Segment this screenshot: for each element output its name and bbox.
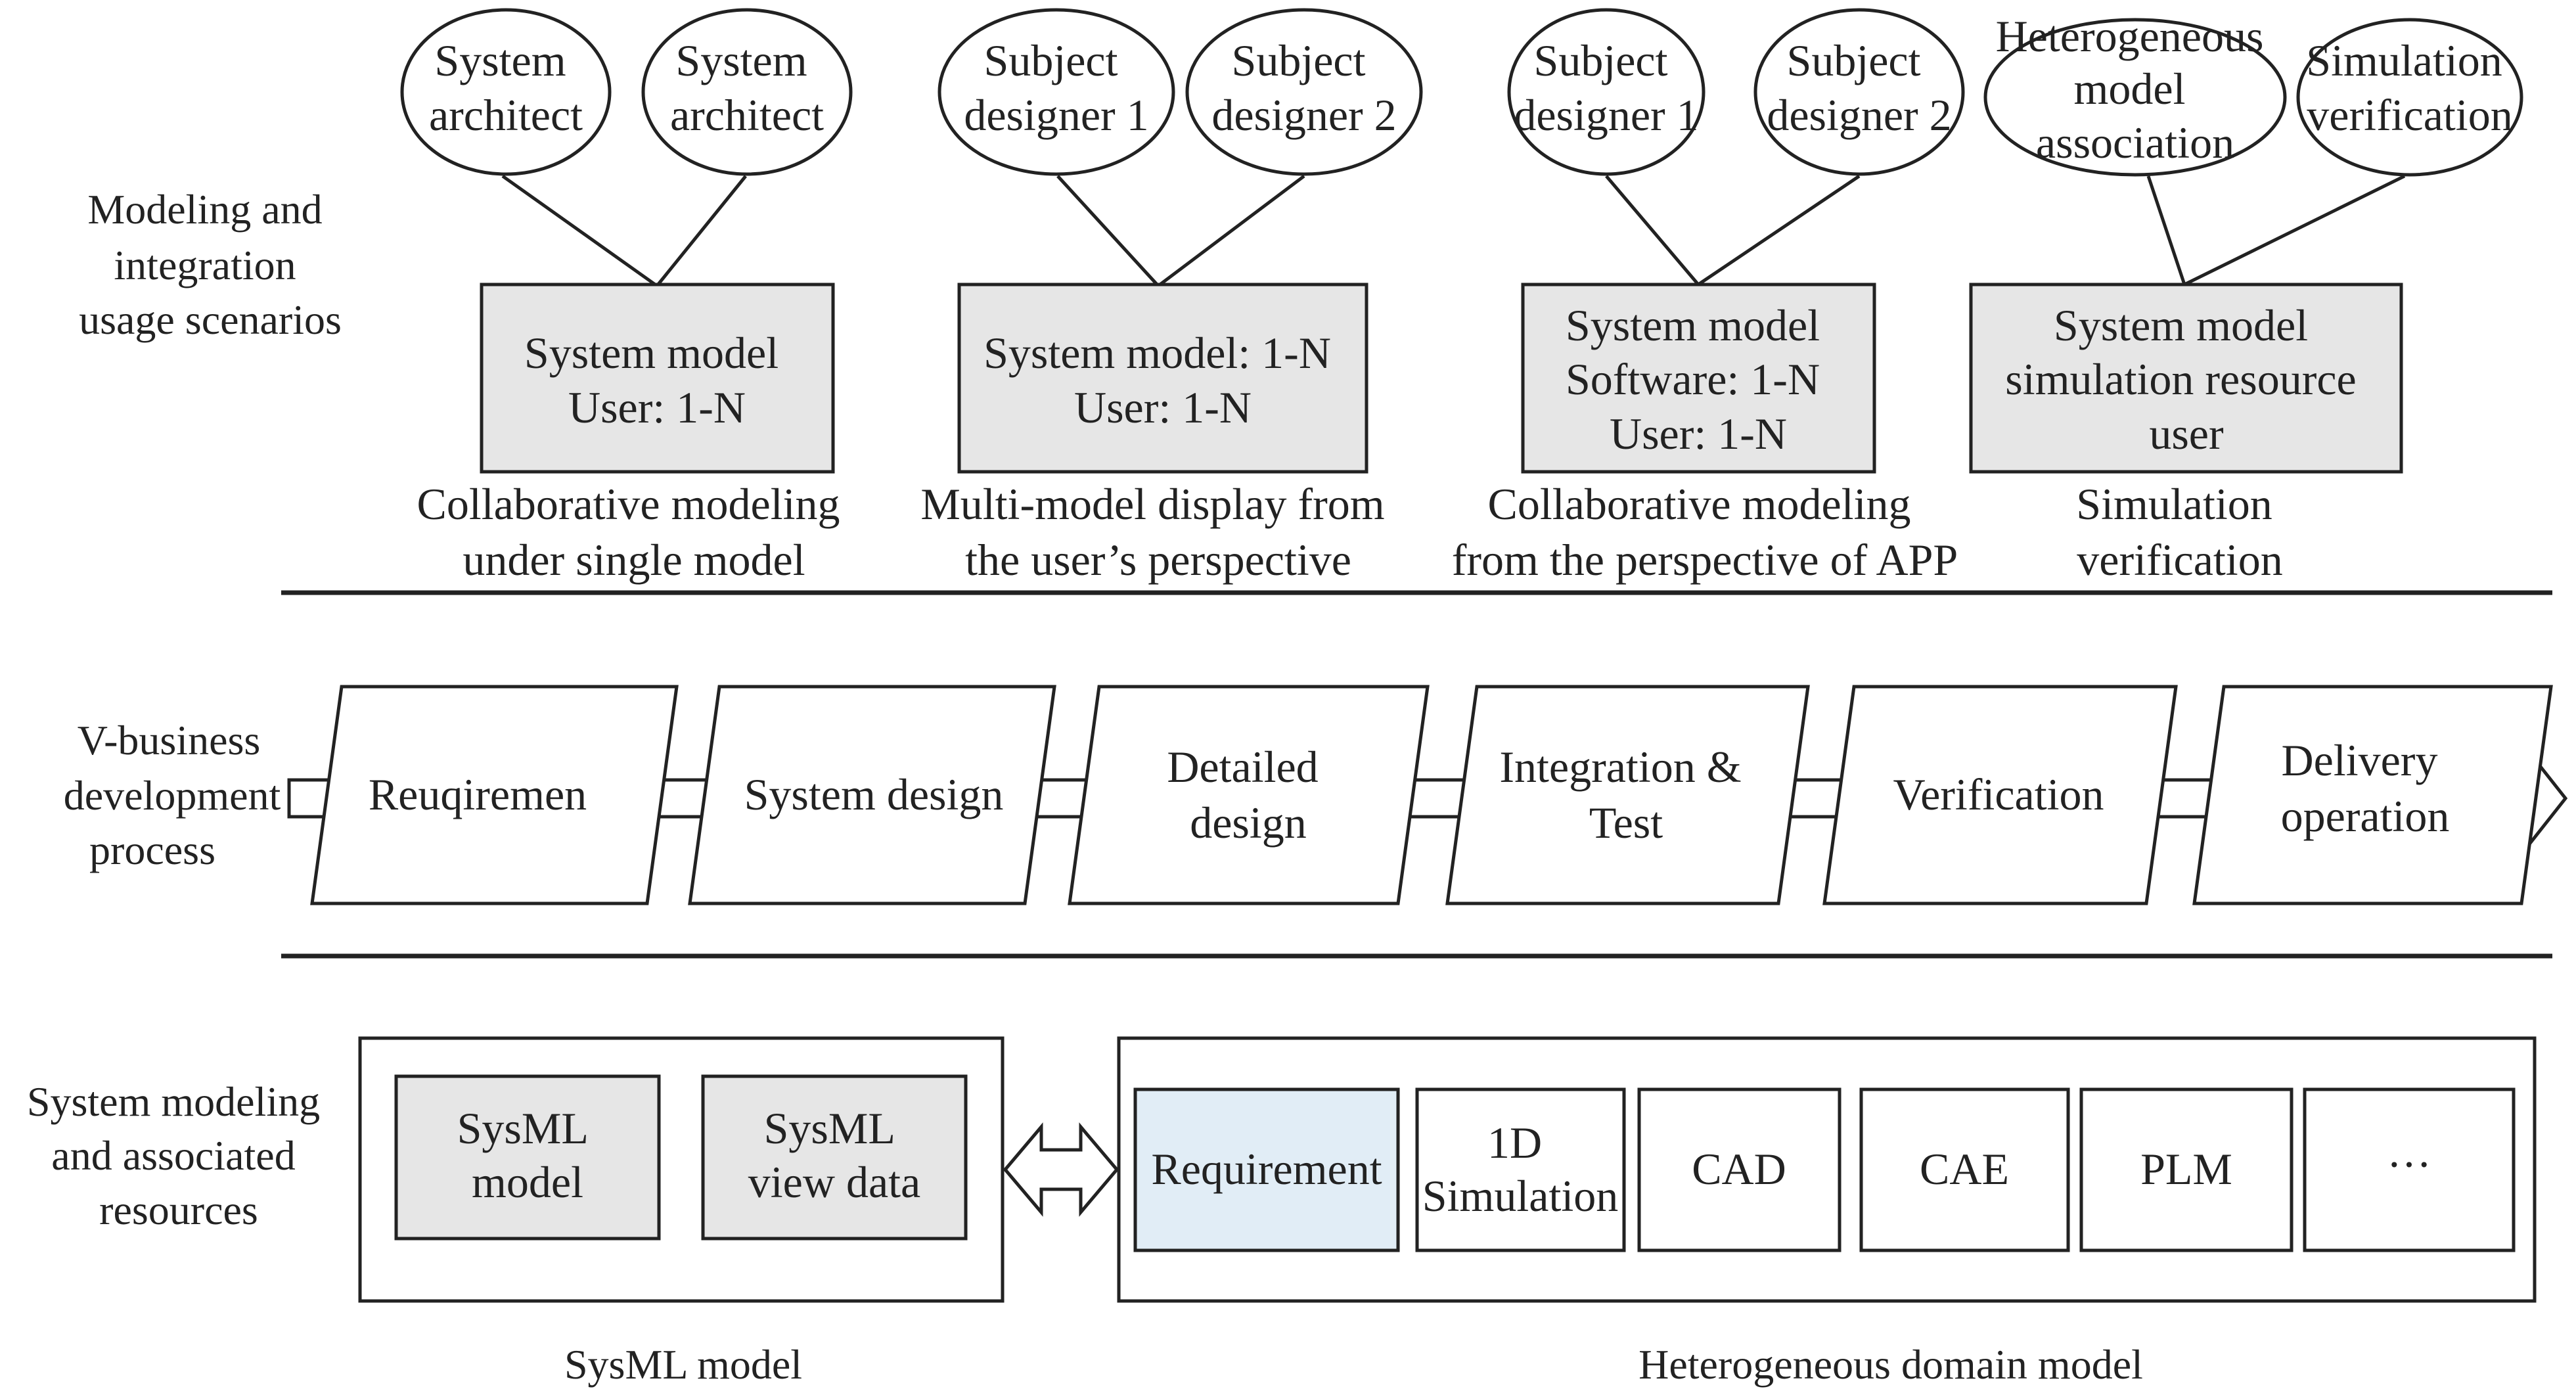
connector-line	[2146, 175, 2186, 285]
scenarios-section-label: Modeling and integration usage scenarios	[79, 186, 342, 343]
domain-item-cad	[1637, 1087, 1842, 1252]
connector-line	[1157, 175, 1305, 287]
scenario-box-label: System model User: 1-N	[524, 328, 790, 432]
sysml-model-box	[394, 1074, 661, 1241]
sysml-item-label: SysML model	[457, 1103, 599, 1207]
connector-line	[1697, 174, 1861, 286]
role-ellipse	[2296, 18, 2523, 177]
process-step-label: Delivery operation	[2281, 735, 2450, 841]
connector-line	[2183, 174, 2406, 286]
scenario-box-label: System model: 1-N User: 1-N	[983, 328, 1342, 432]
role-label: Heterogeneous model association	[1996, 11, 2275, 168]
process-step-label: Integration & Test	[1499, 742, 1752, 848]
connector-line	[656, 175, 747, 287]
domain-item-label: ···	[2387, 1139, 2431, 1189]
domain-item-label: CAE	[1920, 1144, 2009, 1194]
scenario-group-2: Subject designer 1 Subject designer 2 Sy…	[920, 8, 1423, 585]
role-label: Subject designer 1	[1514, 35, 1698, 140]
scenario-box	[1969, 283, 2403, 474]
domain-item-cae	[1859, 1087, 2070, 1252]
process-step-label: Reuqiremen	[369, 769, 587, 819]
role-ellipse	[938, 8, 1175, 176]
scenario-box-label: System model simulation resource user	[2005, 300, 2367, 459]
scenario-group-3: Subject designer 1 Subject designer 2 Sy…	[1452, 8, 1965, 585]
process-step-system-design	[688, 685, 1056, 905]
scenario-group-4: Heterogeneous model association Simulati…	[1969, 11, 2523, 585]
scenario-box-label: System model Software: 1-N User: 1-N	[1566, 300, 1831, 459]
domain-item-label: 1D Simulation	[1422, 1118, 1618, 1221]
scenario-box	[1521, 283, 1876, 474]
process-step-verification	[1822, 685, 2178, 905]
connector-line	[501, 174, 658, 288]
process-step-detailed-design	[1068, 685, 1430, 905]
domain-item-requirement	[1133, 1087, 1400, 1252]
role-label: Simulation verification	[2306, 35, 2513, 140]
role-label: Subject designer 2	[1211, 35, 1396, 140]
domain-item-label: CAD	[1692, 1144, 1786, 1194]
sysml-group-caption: SysML model	[564, 1341, 802, 1388]
role-ellipse	[1983, 18, 2287, 177]
scenario-group-1: System architect System architect System…	[400, 8, 853, 585]
process-section-label: V-business development process	[64, 717, 292, 873]
process-step-label: Detailed design	[1167, 742, 1329, 848]
role-ellipse	[1185, 8, 1423, 176]
role-label: Subject designer 1	[964, 35, 1148, 140]
bidirectional-arrow-icon	[1003, 1122, 1119, 1217]
scenario-box	[957, 283, 1368, 474]
process-step-label: Verification	[1893, 769, 2104, 819]
role-ellipse	[641, 8, 853, 176]
domain-item-plm	[2079, 1087, 2294, 1252]
domain-group-caption: Heterogeneous domain model	[1638, 1341, 2143, 1388]
sysml-view-data-box	[701, 1074, 968, 1241]
scenario-box	[480, 283, 835, 474]
domain-item-label: Requirement	[1151, 1144, 1382, 1194]
sysml-item-label: SysML view data	[748, 1103, 920, 1207]
scenario-caption: Collaborative modeling from the perspect…	[1452, 479, 1958, 585]
connector-line	[1605, 175, 1700, 286]
connector-line	[1056, 175, 1160, 287]
domain-item-more	[2303, 1087, 2516, 1252]
domain-item-1d-simulation	[1415, 1087, 1626, 1252]
scenario-caption: Collaborative modeling under single mode…	[417, 479, 851, 585]
process-step-label: System design	[744, 769, 1004, 819]
process-step-delivery-operation	[2192, 685, 2553, 905]
process-step-requirement	[310, 685, 679, 905]
domain-item-label: PLM	[2140, 1144, 2232, 1194]
role-label: System architect	[429, 35, 583, 140]
scenario-caption: Multi-model display from the user’s pers…	[920, 479, 1395, 585]
role-ellipse	[1753, 8, 1965, 176]
scenario-caption: Simulation verification	[2076, 479, 2283, 585]
role-label: System architect	[670, 35, 824, 140]
resources-section-label: System modeling and associated resources	[27, 1078, 330, 1233]
role-label: Subject designer 2	[1767, 35, 1951, 140]
process-step-integration-test	[1445, 685, 1810, 905]
role-ellipse	[1507, 8, 1706, 176]
role-ellipse	[400, 8, 612, 176]
